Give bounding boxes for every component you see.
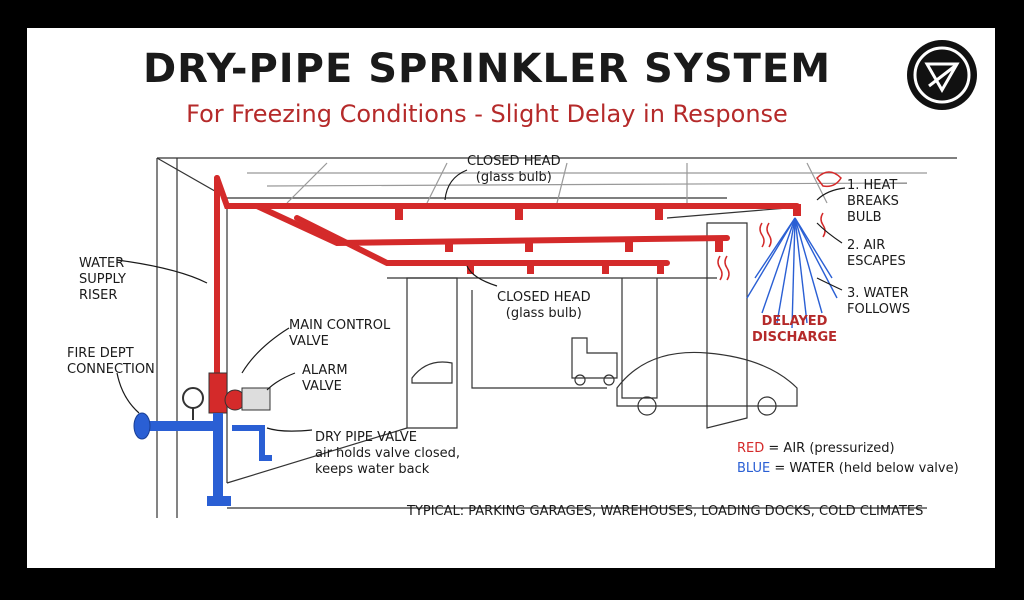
typical-uses: TYPICAL: PARKING GARAGES, WAREHOUSES, LO… (407, 504, 924, 519)
logo-mark-icon (913, 46, 971, 104)
building-structure (156, 157, 957, 518)
diagram-frame: DRY-PIPE SPRINKLER SYSTEM For Freezing C… (27, 28, 995, 568)
page-title: DRY-PIPE SPRINKLER SYSTEM (142, 46, 832, 92)
callout-arrows (116, 169, 846, 432)
air-pipe-network (214, 175, 800, 391)
legend-blue-key: BLUE (737, 461, 771, 476)
legend-blue-desc: = WATER (held below valve) (770, 461, 959, 476)
fire-dept-inlet (133, 412, 151, 440)
water-pipe (142, 413, 223, 498)
riser-base (207, 496, 231, 506)
heat-waves (717, 171, 842, 281)
water-spray (746, 217, 838, 329)
footer-url: YoungArchitect.com/FireSprinkler (40, 539, 497, 567)
diagram-illustration (116, 157, 957, 518)
page-subtitle: For Freezing Conditions - Slight Delay i… (186, 100, 788, 128)
legend-red-desc: = AIR (pressurized) (764, 441, 895, 456)
legend-red-key: RED (737, 441, 765, 456)
valve-assembly (182, 372, 271, 420)
legend-air: RED = AIR (pressurized) (737, 441, 895, 457)
label-closed-head-top: CLOSED HEAD(glass bulb) (467, 154, 561, 185)
sprinkler-heads (395, 204, 801, 274)
label-closed-head-mid: CLOSED HEAD(glass bulb) (497, 290, 591, 321)
logo (907, 40, 977, 110)
legend-water: BLUE = WATER (held below valve) (737, 461, 959, 477)
